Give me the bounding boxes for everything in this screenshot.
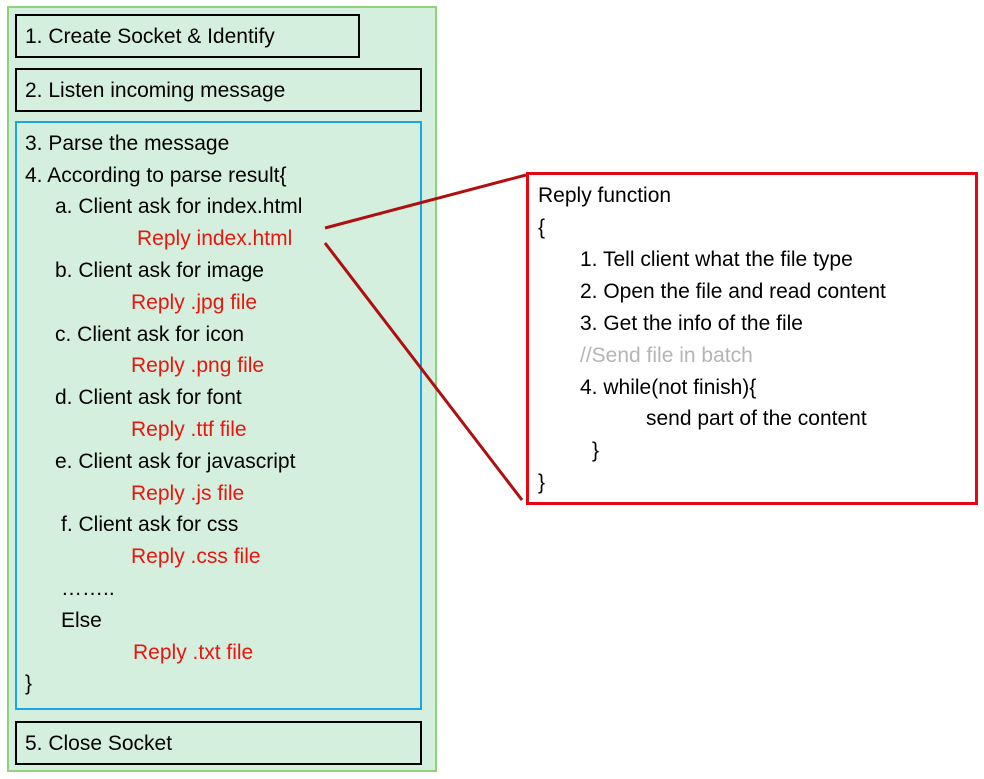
- case-reply-image: Reply .jpg file: [131, 291, 258, 314]
- case-reply-icon: Reply .png file: [131, 354, 265, 377]
- case-ask-css: f. Client ask for css: [61, 513, 239, 536]
- step-close-socket-label: 5. Close Socket: [25, 731, 173, 755]
- according-step-label: 4. According to parse result{: [25, 164, 287, 187]
- case-ask-index: a. Client ask for index.html: [55, 195, 303, 218]
- case-ask-javascript: e. Client ask for javascript: [55, 450, 296, 473]
- reply-item-1: 1. Tell client what the file type: [580, 248, 853, 271]
- reply-comment: //Send file in batch: [580, 344, 753, 367]
- reply-function-title: Reply function: [538, 184, 672, 207]
- reply-loop-body: send part of the content: [646, 407, 867, 430]
- reply-loop-close: }: [592, 439, 600, 462]
- reply-function-box: [526, 172, 978, 505]
- case-reply-javascript: Reply .js file: [131, 482, 245, 505]
- case-ask-icon: c. Client ask for icon: [55, 323, 245, 346]
- reply-item-2: 2. Open the file and read content: [580, 280, 886, 303]
- step-listen: 2. Listen incoming message: [15, 68, 422, 112]
- case-reply-font: Reply .ttf file: [131, 418, 247, 441]
- connector-top-line: [324, 173, 527, 230]
- flow-panel: [7, 6, 437, 772]
- step-listen-label: 2. Listen incoming message: [25, 78, 286, 102]
- step-create-socket-label: 1. Create Socket & Identify: [25, 24, 275, 48]
- step-create-socket: 1. Create Socket & Identify: [15, 14, 360, 58]
- parse-block: [15, 121, 422, 710]
- connector-bottom-line: [323, 242, 524, 501]
- reply-item-3: 3. Get the info of the file: [580, 312, 803, 335]
- reply-loop: 4. while(not finish){: [580, 376, 757, 399]
- reply-open-brace: {: [538, 216, 546, 239]
- ellipsis: ……..: [61, 577, 115, 600]
- reply-close-brace: }: [538, 471, 546, 494]
- case-reply-css: Reply .css file: [131, 545, 261, 568]
- else-reply: Reply .txt file: [133, 641, 254, 664]
- case-ask-font: d. Client ask for font: [55, 386, 242, 409]
- parse-step-label: 3. Parse the message: [25, 132, 230, 155]
- else-label: Else: [61, 609, 102, 632]
- case-reply-index: Reply index.html: [137, 227, 293, 250]
- parse-close-brace: }: [25, 672, 33, 695]
- step-close-socket: 5. Close Socket: [15, 721, 422, 765]
- case-ask-image: b. Client ask for image: [55, 259, 264, 282]
